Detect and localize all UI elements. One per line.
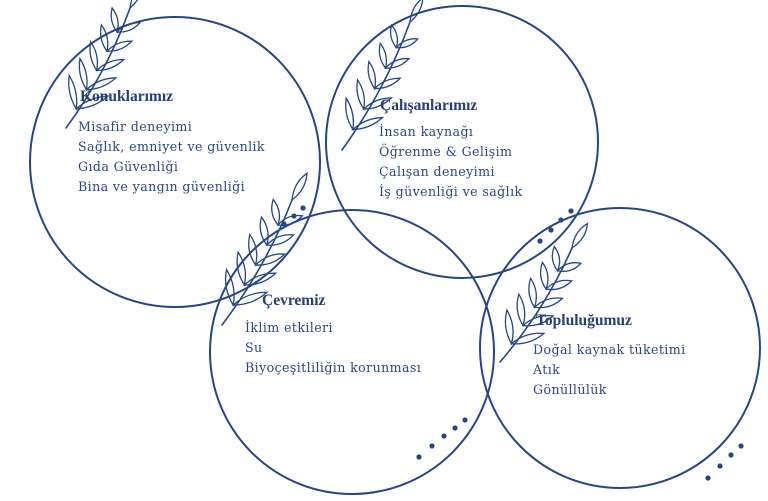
branch-guests: [65, 0, 145, 129]
dots-employees: [537, 208, 574, 244]
dot: [568, 208, 574, 214]
list-item: Çalışan deneyimi: [379, 164, 495, 179]
leaf-icon: [351, 116, 385, 131]
circle-employees: [325, 5, 599, 279]
group-title-employees: Çalışanlarımız: [380, 97, 478, 114]
list-item: Atık: [533, 362, 561, 377]
leaf-icon: [356, 78, 366, 111]
leaf-icon: [367, 60, 377, 91]
leaf-icon: [544, 279, 574, 291]
branch-employees: [341, 0, 424, 151]
leaf-icon: [254, 253, 287, 266]
leaf-icon: [528, 276, 537, 309]
dot: [728, 452, 734, 458]
branch-environment: [221, 172, 308, 326]
dot: [462, 417, 468, 423]
group-list-employees: İnsan kaynağı Öğrenme & Gelişim Çalışan …: [379, 122, 523, 202]
leaf-icon: [115, 22, 142, 33]
leaf-icon: [84, 77, 118, 91]
leaf-icon: [533, 297, 564, 309]
leaf-icon: [259, 215, 269, 247]
leaf-icon: [389, 23, 399, 49]
list-item: Gönüllülük: [533, 382, 607, 397]
dots-guests: [281, 205, 306, 227]
group-list-community: Doğal kaynak tüketimi Atık Gönüllülük: [533, 340, 686, 400]
list-item: Biyoçeşitliliğin korunması: [245, 360, 422, 375]
group-list-guests: Misafir deneyimi Sağlık, emniyet ve güve…: [78, 117, 265, 197]
dot: [705, 475, 711, 481]
leaf-icon: [395, 38, 420, 49]
list-item: Doğal kaynak tüketimi: [533, 342, 686, 357]
list-item: İş güvenliği ve sağlık: [379, 184, 523, 199]
leaf-icon: [504, 308, 514, 346]
leaf-icon: [556, 262, 583, 273]
circle-environment: [209, 209, 495, 495]
leaf-icon: [539, 261, 549, 291]
dot: [429, 443, 435, 449]
list-item: Gıda Güvenliği: [78, 159, 179, 174]
leaf-icon: [378, 41, 388, 70]
group-list-environment: İklim etkileri Su Biyoçeşitliliğin korun…: [245, 318, 421, 378]
dot: [717, 463, 723, 469]
leaf-icon: [271, 198, 281, 227]
list-item: Öğrenme & Gelişim: [379, 144, 513, 159]
list-item: Misafir deneyimi: [78, 119, 193, 134]
leaf-icon: [571, 222, 589, 250]
dot: [548, 227, 554, 233]
dot: [291, 213, 297, 219]
list-item: İklim etkileri: [245, 320, 333, 335]
group-title-environment: Çevremiz: [262, 292, 326, 309]
leaf-icon: [521, 314, 555, 327]
leaf-icon: [95, 58, 126, 72]
leaf-icon: [231, 291, 269, 306]
dot: [452, 425, 458, 431]
leaf-icon: [224, 267, 235, 307]
dot: [537, 238, 543, 244]
leaf-icon: [129, 0, 145, 10]
leaf-icon: [373, 77, 402, 90]
dot: [300, 205, 306, 211]
dots-environment: [416, 417, 468, 460]
circle-community: [479, 207, 761, 489]
dot: [558, 217, 564, 223]
leaf-icon: [89, 40, 99, 73]
leaf-icon: [384, 57, 411, 69]
dot: [441, 433, 447, 439]
leaf-icon: [516, 292, 526, 328]
dot: [738, 443, 744, 449]
circle-guests: [29, 16, 321, 308]
dot: [416, 454, 422, 460]
list-item: İnsan kaynağı: [379, 124, 474, 139]
list-item: Bina ve yangın güvenliği: [78, 179, 246, 194]
group-title-guests: Konuklarımız: [80, 88, 174, 105]
leaf-icon: [68, 73, 78, 111]
leaf-icon: [409, 0, 424, 24]
group-title-community: Topluluğumuz: [536, 312, 632, 329]
leaf-icon: [236, 250, 247, 287]
dots-community: [705, 443, 744, 481]
leaf-icon: [78, 56, 88, 92]
branch-community: [499, 222, 589, 363]
leaf-icon: [291, 172, 308, 202]
leaf-icon: [362, 97, 393, 110]
leaf-icon: [509, 332, 546, 345]
leaf-icon: [551, 245, 561, 273]
leaf-icon: [99, 23, 109, 53]
list-item: Sağlık, emniyet ve güvenlik: [78, 139, 265, 154]
dot: [281, 221, 287, 227]
list-item: Su: [245, 340, 263, 355]
leaf-icon: [74, 95, 110, 110]
leaf-icon: [105, 40, 134, 52]
leaf-icon: [248, 233, 258, 267]
leaf-icon: [242, 272, 278, 286]
leaf-icon: [345, 96, 355, 132]
leaf-icon: [110, 6, 119, 34]
branch-stem: [65, 7, 131, 129]
leaf-icon: [265, 234, 295, 246]
